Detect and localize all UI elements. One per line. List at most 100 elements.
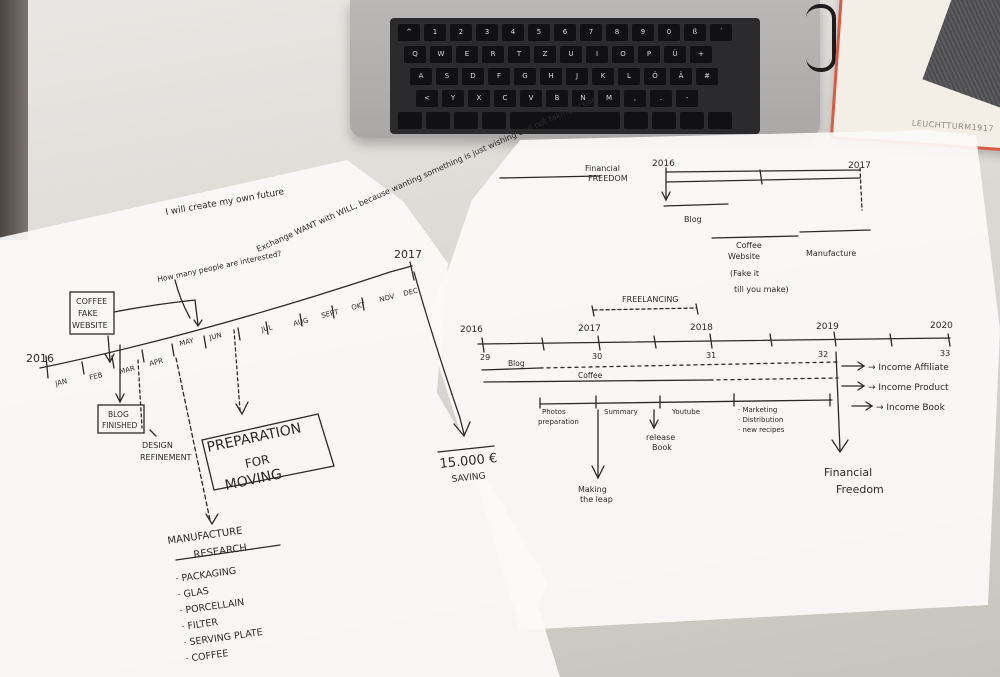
timeline-age: 32 [818,350,828,359]
keyboard-key: S [436,68,458,85]
keyboard-key: 4 [502,24,524,41]
left-year-end: 2017 [394,248,422,261]
timeline-age: 29 [480,353,490,362]
month-label: MAY [179,336,196,347]
keyboard-key: V [520,90,542,107]
keyboard-key: C [494,90,516,107]
blog-box-line2: FINISHED [102,421,137,430]
preparation-line1: PREPARATION [206,420,303,456]
release-line1: release [646,433,675,442]
keyboard-key: 2 [450,24,472,41]
keyboard-key: M [598,90,620,107]
keyboard-key: D [462,68,484,85]
top-manufacture: Manufacture [806,249,856,258]
leap-line1: Making [578,485,607,494]
floor-strip [0,0,28,240]
keyboard-key: 6 [554,24,576,41]
left-year-start: 2016 [26,352,54,365]
ff-top-line2: FREEDOM [588,174,628,183]
fake-it-line2: till you make) [734,285,789,294]
question-text: How many people are interested? [157,249,283,284]
keyboard-key: L [618,68,640,85]
keyboard-key [482,112,506,129]
keyboard-key: Ü [664,46,686,63]
phase-photos-line2: preparation [538,418,579,426]
keyboard-key [708,112,732,129]
keyboard-key: N [572,90,594,107]
keyboard-key: A [410,68,432,85]
research-list: · PACKAGING· GLAS· PORCELLAIN· FILTER· S… [175,566,264,665]
keyboard-key: O [612,46,634,63]
phase-marketing-line2: · Distribution [738,416,783,424]
keyboard-spacebar [510,112,620,129]
release-line2: Book [652,443,672,452]
income-product: → Income Product [868,383,949,393]
phase-summary: Summary [604,408,638,416]
track-coffee: Coffee [578,371,603,380]
keyboard-key: U [560,46,582,63]
keyboard-key: T [508,46,530,63]
timeline-year: 2016 [460,325,483,335]
top-coffee-line1: Coffee [736,241,762,250]
month-label: JUL [260,323,274,334]
saving-label: SAVING [451,471,486,484]
keyboard-key: # [696,68,718,85]
keyboard-key [652,112,676,129]
design-line2: REFINEMENT [140,453,192,462]
top-year-end: 2017 [848,161,871,171]
phase-photos-line1: Photos [542,408,566,416]
keyboard-key: 8 [606,24,628,41]
income-book: → Income Book [876,403,946,413]
blog-box-line1: BLOG [108,410,129,419]
research-item: · PORCELLAIN [179,597,245,617]
keyboard-key: + [690,46,712,63]
keyboard-key: 5 [528,24,550,41]
month-label: SEPT [321,308,340,320]
month-label: NOV [379,292,396,304]
timeline-age: 31 [706,351,716,360]
month-label: OKT [351,301,367,312]
preparation-line3: MOVING [224,466,284,494]
keyboard-key: ^ [398,24,420,41]
month-label: DEC [403,287,419,298]
top-blog: Blog [684,215,702,224]
freelancing-label: FREELANCING [622,295,679,304]
keyboard-key: B [546,90,568,107]
keyboard-key: ß [684,24,706,41]
freedom-line1: Financial [824,466,872,479]
fake-it-line1: (Fake it [730,269,759,278]
keyboard-key: R [482,46,504,63]
phase-marketing-line3: · new recipes [738,426,785,434]
slogan-text: I will create my own future [165,187,286,218]
keyboard-key: Q [404,46,426,63]
research-item: · PACKAGING [175,566,237,585]
keyboard-key: 0 [658,24,680,41]
timeline-year: 2018 [690,323,713,333]
month-label: APR [149,357,165,368]
keyboard-key: G [514,68,536,85]
keyboard-key: F [488,68,510,85]
keyboard-key: W [430,46,452,63]
keyboard-key: E [456,46,478,63]
keyboard-key: P [638,46,660,63]
ff-top-line1: Financial [585,164,620,173]
top-year-start: 2016 [652,159,675,169]
keyboard-key: ´ [710,24,732,41]
keyboard-key: Z [534,46,556,63]
keyboard-key [454,112,478,129]
keyboard-key: Ä [670,68,692,85]
research-item: · FILTER [181,617,219,633]
preparation-line2: FOR [244,452,271,471]
keyboard-key: < [416,90,438,107]
keyboard-key [624,112,648,129]
leap-line2: the leap [580,495,613,504]
saving-amount: 15.000 € [439,451,498,472]
income-affiliate: → Income Affiliate [868,363,949,373]
month-label: MAR [119,364,136,376]
manufacture-line2: RESEARCH [193,543,248,561]
research-item: · GLAS [177,586,210,601]
